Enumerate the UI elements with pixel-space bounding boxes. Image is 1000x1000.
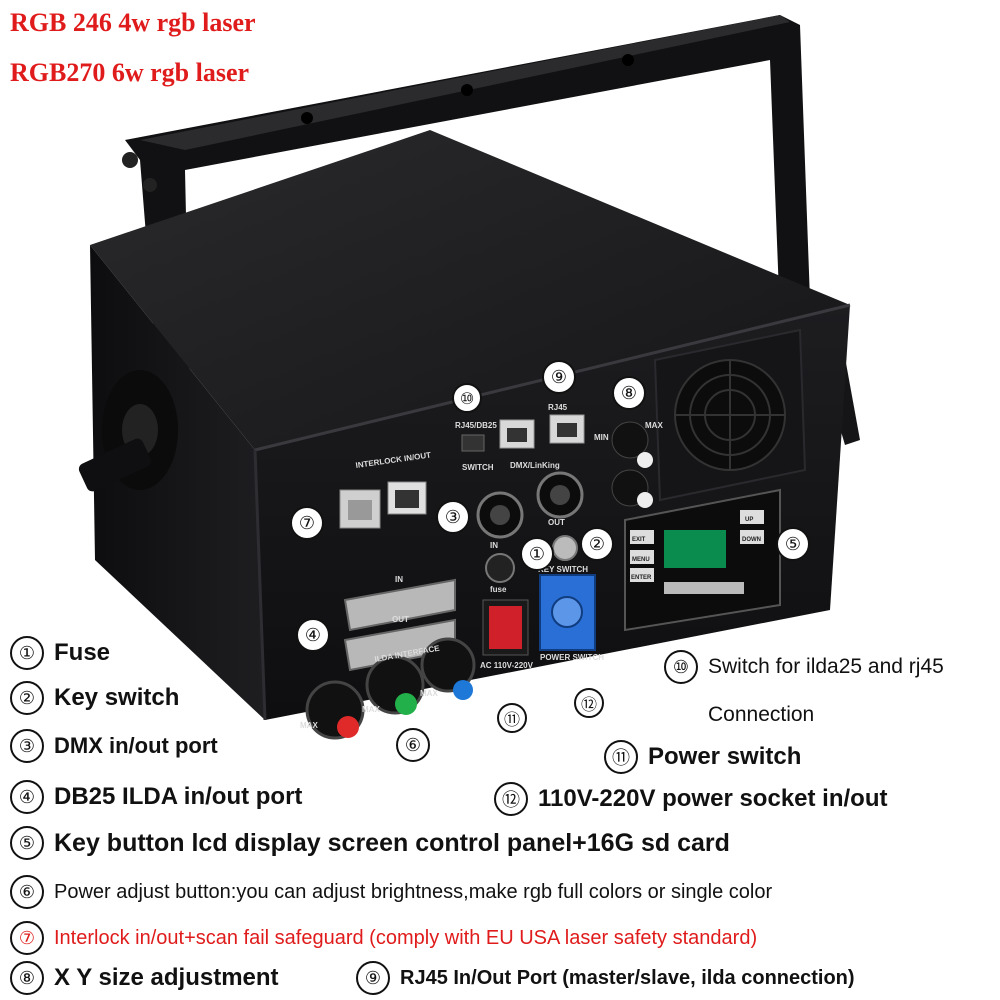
legend-badge: ⑩ (664, 650, 698, 684)
badge-rj45-switch: ⑩ (452, 383, 482, 413)
label-key-switch: KEY SWITCH (538, 565, 588, 574)
legend-text: RJ45 In/Out Port (master/slave, ilda con… (400, 966, 855, 989)
rocker-switch (482, 599, 529, 656)
handle-bracket (122, 15, 810, 410)
badge-rj45: ⑨ (542, 360, 576, 394)
product-title-rgb270: RGB270 6w rgb laser (10, 58, 250, 87)
housing-top (90, 130, 850, 450)
badge-db25: ④ (296, 618, 330, 652)
legend-badge: ⑦ (10, 921, 44, 955)
legend-badge: ① (10, 636, 44, 670)
label-out: OUT (548, 518, 565, 527)
legend-badge: ⑤ (10, 826, 44, 860)
label-db25-out: OUT (392, 615, 409, 624)
legend-text: 110V-220V power socket in/out (538, 785, 888, 812)
label-switch: SWITCH (462, 463, 494, 472)
dmx-xlr (476, 471, 584, 539)
label-lcd-menu: MENU (632, 557, 650, 563)
legend-badge: ⑫ (494, 782, 528, 816)
legend-power-socket: ⑫ 110V-220V power socket in/out (494, 782, 887, 816)
label-max: MAX (645, 421, 663, 430)
legend-text: Interlock in/out+scan fail safeguard (co… (54, 926, 758, 949)
label-power-switch: POWER SWITCH (540, 653, 604, 662)
badge-power-socket: ⑫ (574, 688, 604, 718)
power-connector (539, 574, 596, 651)
label-lcd-exit: EXIT (632, 537, 646, 543)
badge-power-switch: ⑪ (497, 703, 527, 733)
label-rj45: RJ45 (548, 403, 568, 412)
product-title-rgb246: RGB 246 4w rgb laser (10, 8, 256, 37)
badge-interlock: ⑦ (290, 506, 324, 540)
label-fuse: fuse (490, 585, 507, 594)
legend-interlock: ⑦ Interlock in/out+scan fail safeguard (… (10, 921, 757, 955)
legend-text: DB25 ILDA in/out port (54, 783, 303, 810)
legend-text: Key switch (54, 684, 180, 711)
xy-knobs (611, 421, 653, 508)
label-lcd-up: UP (745, 517, 753, 523)
badge-rgb-knobs: ⑥ (396, 728, 430, 762)
legend-text: Power adjust button:you can adjust brigh… (54, 880, 773, 903)
label-lcd-enter: ENTER (631, 575, 652, 581)
legend-lcd: ⑤ Key button lcd display screen control … (10, 826, 730, 860)
legend-text: Switch for ilda25 and rj45 (708, 655, 944, 678)
label-db25-in: IN (395, 575, 403, 584)
legend-badge: ⑨ (356, 961, 390, 995)
label-ac: AC 110V-220V (480, 661, 534, 670)
label-min: MIN (594, 433, 609, 442)
badge-key-switch: ② (580, 527, 614, 561)
badge-lcd: ⑤ (776, 527, 810, 561)
side-knob (78, 370, 178, 492)
label-knob-max-3: MAX (420, 689, 438, 698)
legend-rgb-knobs: ⑥ Power adjust button:you can adjust bri… (10, 875, 772, 909)
legend-text: X Y size adjustment (54, 964, 279, 991)
interlock-ports (339, 481, 427, 529)
housing-side (90, 245, 265, 720)
legend-badge: ② (10, 681, 44, 715)
label-in: IN (490, 541, 498, 550)
legend-text: Fuse (54, 639, 111, 666)
label-lcd-down: DOWN (742, 537, 761, 543)
legend-rj45: ⑨ RJ45 In/Out Port (master/slave, ilda c… (356, 961, 855, 995)
lcd-panel (624, 488, 781, 632)
label-knob-max: MAX (300, 721, 318, 730)
legend-badge: ⑥ (10, 875, 44, 909)
legend-fuse: ① Fuse (10, 636, 110, 670)
legend-badge: ⑧ (10, 961, 44, 995)
legend-power-switch: ⑪ Power switch (604, 740, 801, 774)
cooling-fan (653, 328, 807, 502)
legend-rj45-switch-cont: Connection (708, 703, 814, 727)
badge-dmx: ③ (436, 500, 470, 534)
badge-xy: ⑧ (612, 376, 646, 410)
legend-text: Connection (708, 703, 815, 726)
legend-text: Key button lcd display screen control pa… (54, 828, 730, 857)
label-dmx: DMX/LinKing (510, 461, 560, 470)
label-knob-max-2: MAX (362, 705, 380, 714)
badge-fuse: ① (520, 537, 554, 571)
legend-badge: ⑪ (604, 740, 638, 774)
legend-xy: ⑧ X Y size adjustment (10, 961, 279, 995)
legend-text: Power switch (648, 743, 802, 770)
legend-db25: ④ DB25 ILDA in/out port (10, 780, 302, 814)
legend-rj45-switch: ⑩ Switch for ilda25 and rj45 (664, 650, 944, 684)
legend-badge: ④ (10, 780, 44, 814)
rj45-ports (499, 414, 585, 449)
legend-dmx: ③ DMX in/out port (10, 729, 218, 763)
legend-text: DMX in/out port (54, 733, 218, 758)
legend-badge: ③ (10, 729, 44, 763)
label-rj45-db25: RJ45/DB25 (455, 421, 497, 430)
legend-key-switch: ② Key switch (10, 681, 179, 715)
rgb-knobs (305, 637, 476, 740)
